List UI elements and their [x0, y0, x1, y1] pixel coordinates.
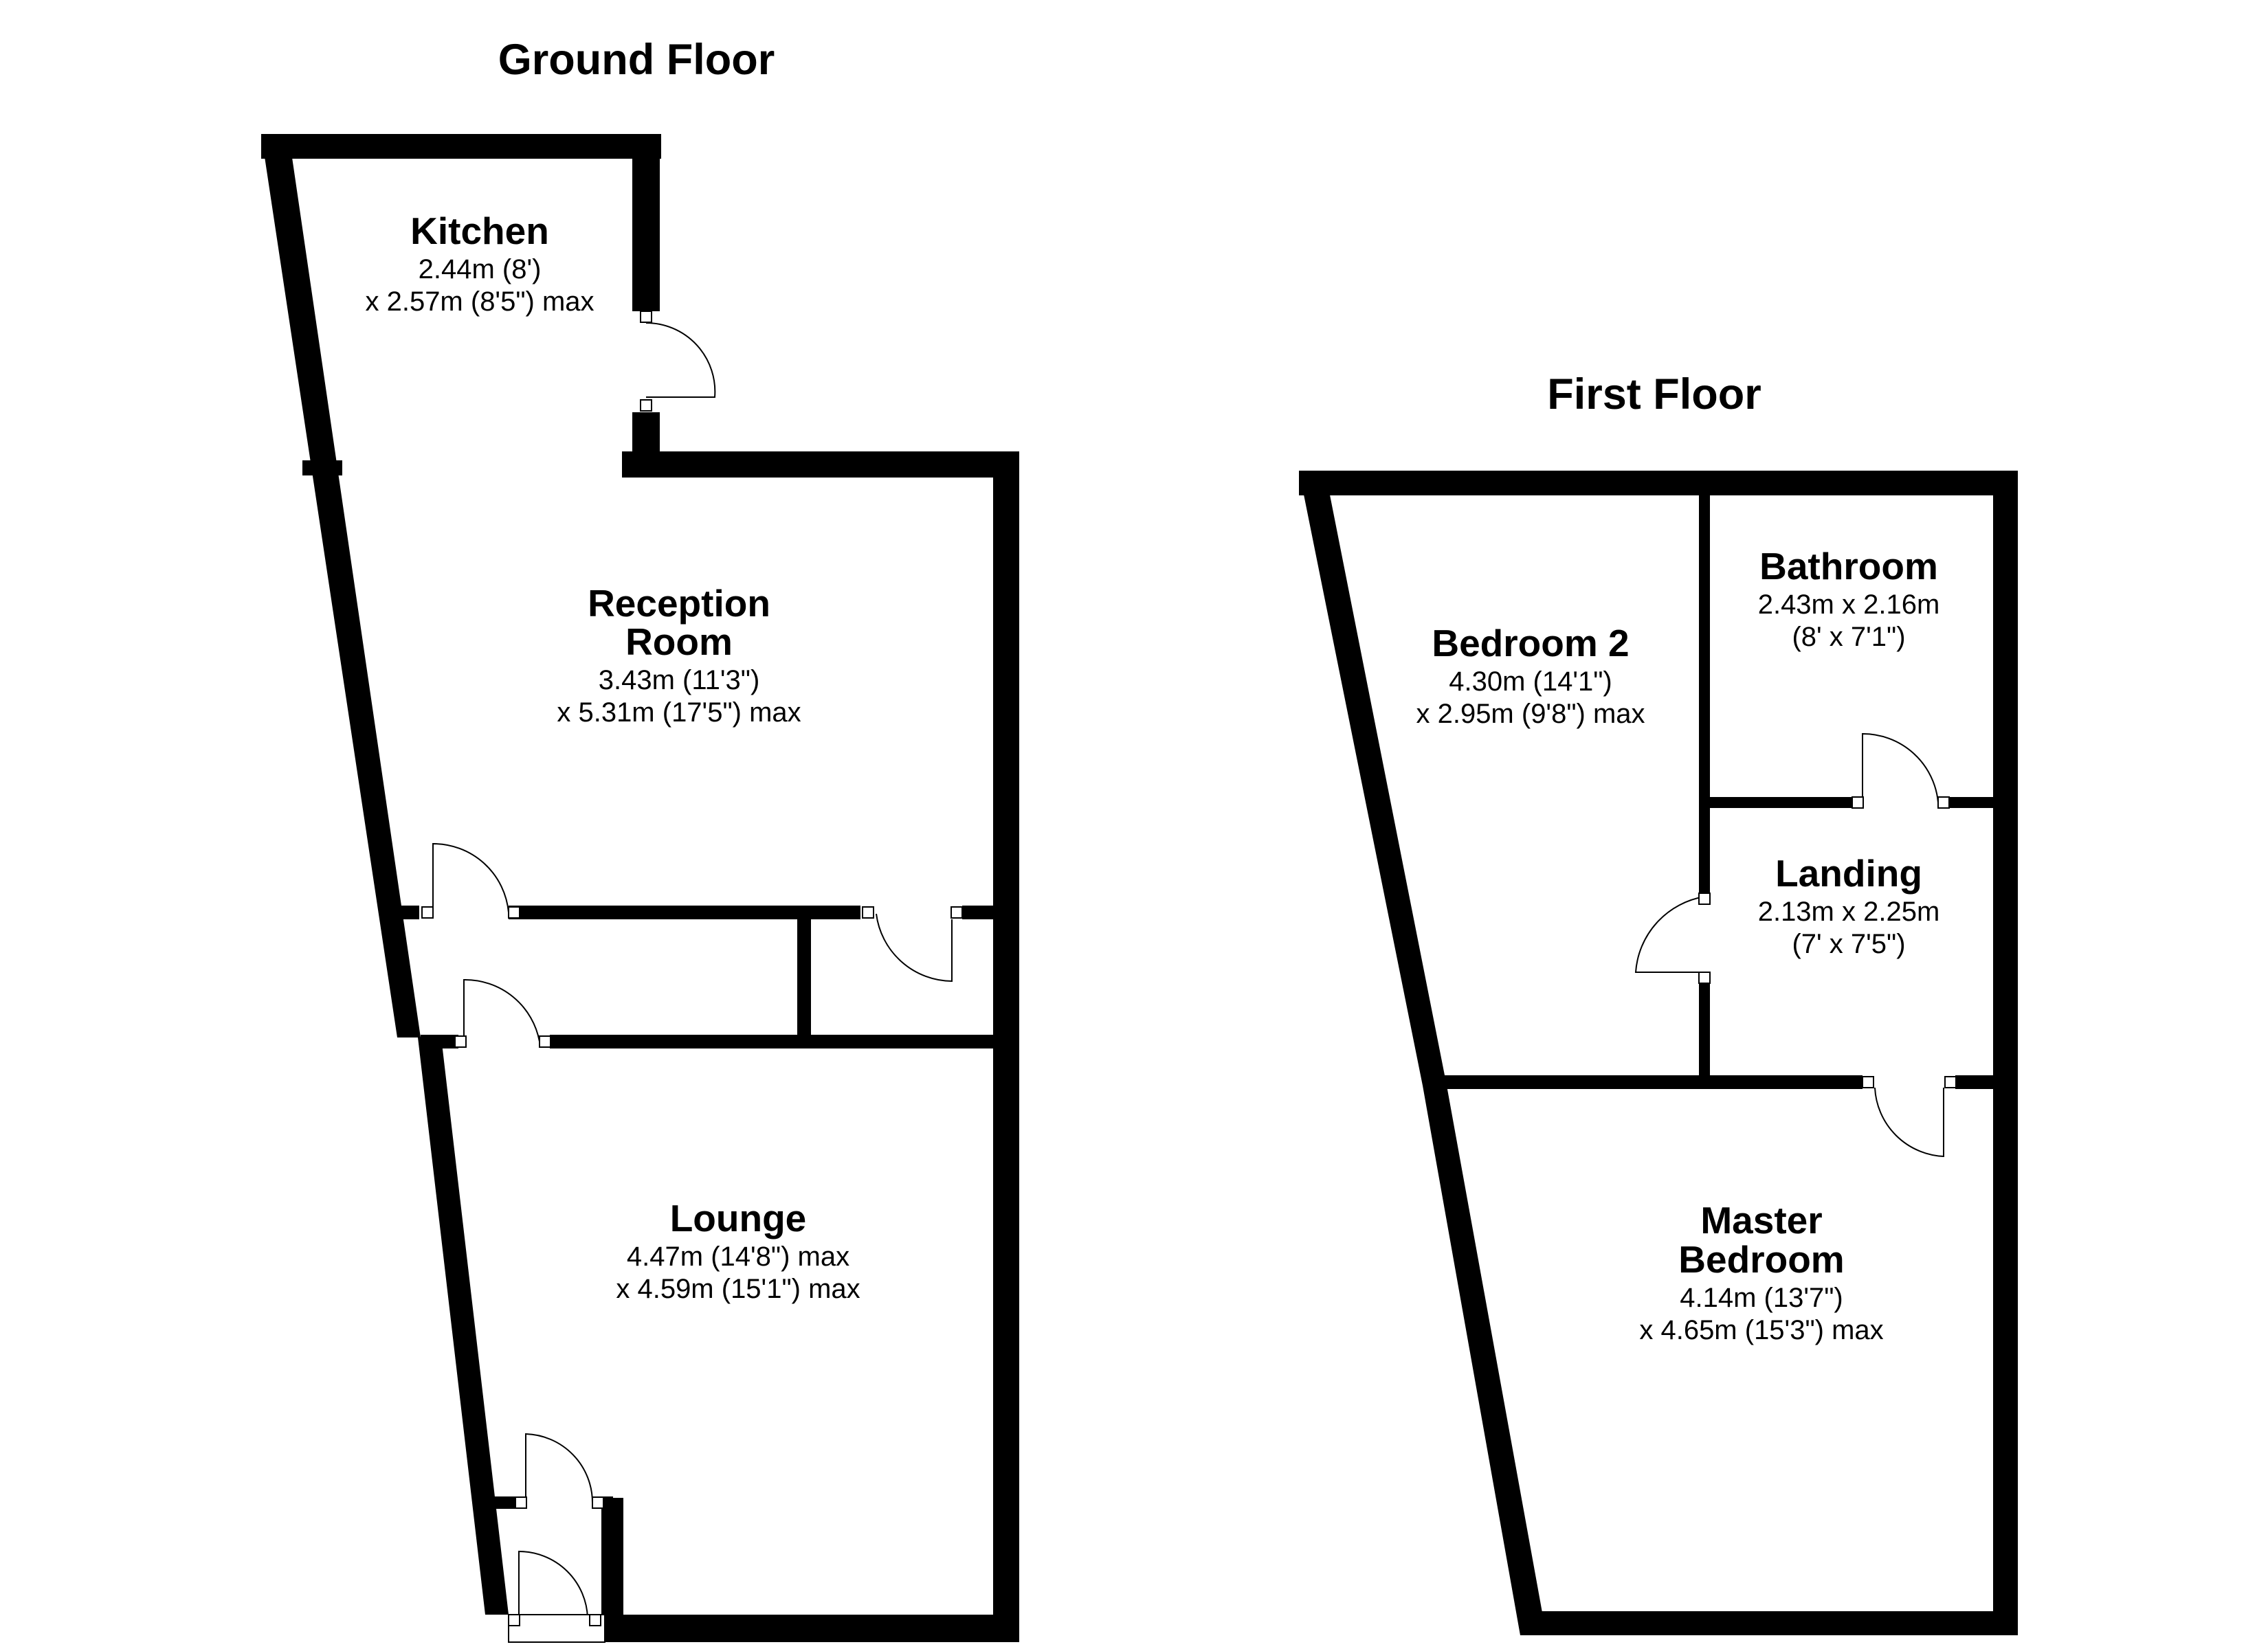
room-label-bathroom: Bathroom 2.43m x 2.16m (8' x 7'1") [1758, 545, 1940, 652]
wall [622, 451, 1017, 478]
bathroom-door[interactable] [1852, 732, 1950, 809]
door-jamb [640, 399, 652, 412]
first-floor-walls [1299, 471, 2018, 1635]
wall [1993, 471, 2018, 1635]
room-dimension: (8' x 7'1") [1792, 622, 1905, 652]
ground-floor-title: Ground Floor [498, 36, 775, 84]
wall [302, 460, 342, 475]
wall [392, 906, 419, 919]
ground-floor: Ground Floor [261, 36, 1019, 1643]
door-jamb [1698, 893, 1711, 905]
wall [622, 464, 649, 478]
room-label-landing: Landing 2.13m x 2.25m (7' x 7'5") [1758, 852, 1940, 959]
wall [418, 1037, 509, 1615]
entrance-threshold [508, 1614, 605, 1643]
hall-lounge-door[interactable] [454, 978, 551, 1048]
room-dimension: 4.30m (14'1") [1449, 666, 1612, 697]
room-dimension: (7' x 7'5") [1792, 929, 1905, 959]
room-label-master-bedroom: Master Bedroom 4.14m (13'7") x 4.65m (15… [1639, 1199, 1883, 1345]
room-dimension: 2.13m x 2.25m [1758, 897, 1940, 927]
porch-inner-door[interactable] [515, 1433, 604, 1509]
wall [1440, 1075, 1863, 1089]
door-jamb [640, 311, 652, 323]
cupboard-door[interactable] [862, 906, 963, 983]
door-jamb [1862, 1076, 1874, 1088]
wall [261, 134, 661, 159]
wall [1699, 983, 1710, 1086]
wall [509, 906, 860, 919]
wall [1699, 471, 1710, 893]
room-dimension: 2.44m (8') [419, 254, 542, 284]
ground-floor-walls [261, 134, 1019, 1642]
wall [962, 906, 995, 919]
room-name: Landing [1775, 852, 1922, 895]
wall [1948, 797, 1997, 808]
bedroom2-door[interactable] [1634, 893, 1711, 984]
door-jamb [1937, 796, 1950, 809]
first-floor-title: First Floor [1547, 370, 1761, 418]
wall [1299, 471, 2017, 495]
master-bedroom-door[interactable] [1862, 1076, 1957, 1158]
room-name: Lounge [670, 1197, 807, 1239]
door-jamb [589, 1614, 601, 1626]
wall [632, 134, 660, 311]
room-name: Kitchen [410, 210, 549, 252]
room-dimension: x 2.95m (9'8") max [1416, 699, 1645, 729]
door-jamb [421, 906, 434, 919]
room-name: Bedroom 2 [1432, 622, 1629, 664]
door-jamb [1944, 1076, 1957, 1088]
wall [421, 1035, 458, 1048]
door-jamb [1698, 972, 1711, 984]
room-label-lounge: Lounge 4.47m (14'8") max x 4.59m (15'1")… [616, 1197, 860, 1304]
room-dimension: 2.43m x 2.16m [1758, 590, 1940, 620]
wall [1423, 1086, 1546, 1635]
room-dimension: 4.14m (13'7") [1680, 1283, 1843, 1313]
ground-floor-doors [421, 311, 963, 1643]
wall [1520, 1611, 2018, 1635]
room-name: Bedroom [1678, 1238, 1844, 1281]
first-floor-doors[interactable] [1634, 732, 1957, 1158]
room-dimension: 3.43m (11'3") [599, 665, 760, 695]
door-jamb [592, 1496, 604, 1509]
front-entrance-door[interactable] [508, 1550, 605, 1643]
wall [993, 451, 1019, 1642]
reception-hall-door[interactable] [421, 842, 520, 919]
room-dimension: x 4.59m (15'1") max [616, 1274, 860, 1304]
room-label-bedroom2: Bedroom 2 4.30m (14'1") x 2.95m (9'8") m… [1416, 622, 1645, 729]
wall [601, 1615, 1019, 1642]
door-jamb [508, 1614, 520, 1626]
room-name: Bathroom [1759, 545, 1938, 587]
door-jamb [539, 1035, 551, 1048]
wall [550, 1035, 995, 1048]
room-name: Master [1700, 1199, 1822, 1242]
room-dimension: x 4.65m (15'3") max [1639, 1315, 1883, 1345]
wall [261, 134, 421, 1037]
door-jamb [950, 906, 963, 919]
door-jamb [862, 906, 874, 919]
room-label-kitchen: Kitchen 2.44m (8') x 2.57m (8'5") max [365, 210, 594, 317]
room-dimension: 4.47m (14'8") max [627, 1242, 849, 1272]
room-label-reception: Reception Room 3.43m (11'3") x 5.31m (17… [557, 582, 801, 728]
room-dimension: x 2.57m (8'5") max [365, 287, 594, 317]
door-jamb [515, 1496, 527, 1509]
room-name: Reception [588, 582, 770, 625]
wall [797, 906, 811, 1043]
room-name: Room [625, 620, 733, 663]
room-dimension: x 5.31m (17'5") max [557, 697, 801, 728]
kitchen-door[interactable] [640, 311, 716, 412]
wall [1955, 1075, 1997, 1089]
wall [1699, 797, 1852, 808]
door-jamb [508, 906, 520, 919]
wall [1299, 471, 1447, 1086]
door-jamb [454, 1035, 467, 1048]
door-jamb [1852, 796, 1864, 809]
first-floor: First Floor [1299, 370, 2018, 1635]
